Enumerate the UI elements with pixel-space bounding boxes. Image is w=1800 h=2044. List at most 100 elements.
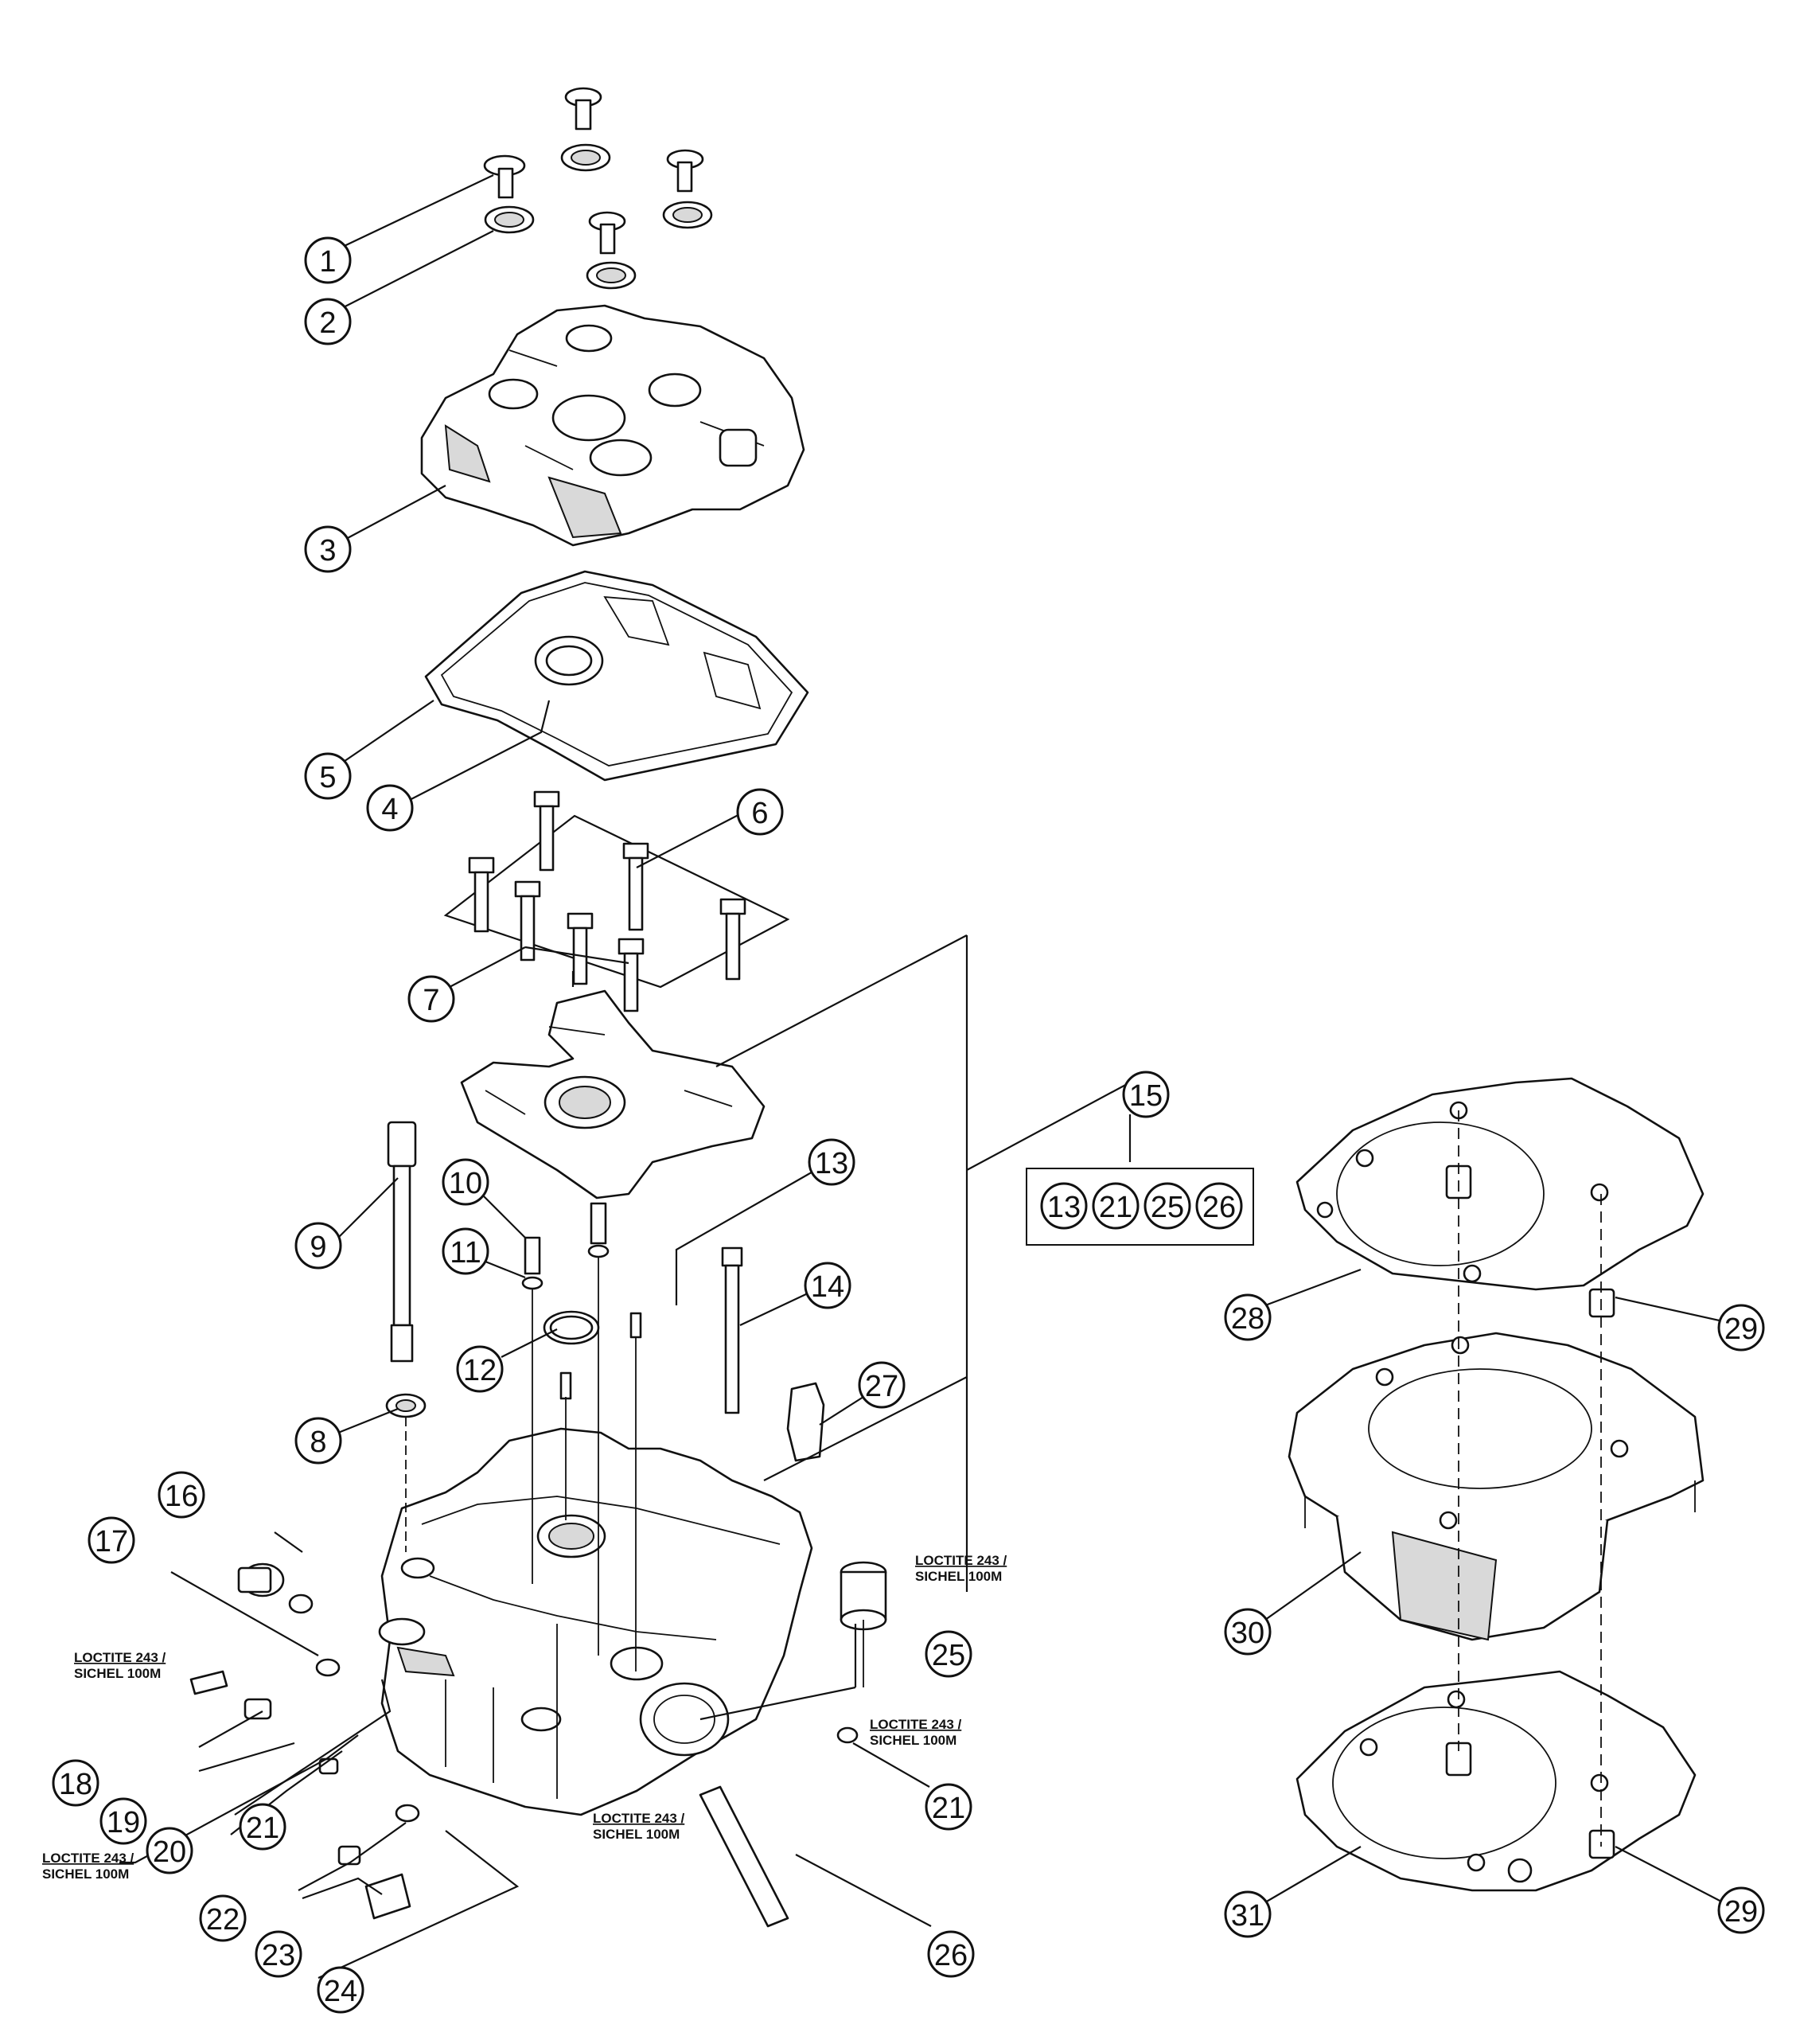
callout-number: 29	[1724, 1895, 1758, 1929]
callout-number: 3	[319, 534, 336, 568]
callout-24: 24	[317, 1966, 364, 2014]
callout-number: 2	[319, 306, 336, 340]
callout-number: 16	[165, 1480, 198, 1513]
callout-number: 21	[246, 1812, 279, 1845]
leader-lines	[119, 174, 1724, 1979]
callout-23: 23	[255, 1930, 302, 1978]
callout-number: 14	[811, 1270, 844, 1304]
callout-3: 3	[304, 525, 352, 573]
callout-number: 17	[95, 1525, 128, 1558]
callout-9: 9	[294, 1222, 342, 1270]
camshaft-bridge	[460, 989, 766, 1199]
head-side-fittings	[189, 1562, 859, 1920]
callout-25: 25	[925, 1630, 972, 1678]
small-parts	[521, 1202, 825, 1462]
dowel-sleeve	[840, 1561, 887, 1631]
callout-20: 20	[146, 1827, 193, 1874]
note-line-1: LOCTITE 243 /	[870, 1717, 962, 1732]
loctite-notes: LOCTITE 243 / SICHEL 100M LOCTITE 243 / …	[42, 1553, 1007, 1882]
callout-6: 6	[736, 788, 784, 836]
callout-4: 4	[366, 784, 414, 832]
callout-29-lower: 29	[1717, 1886, 1765, 1934]
note-line-2: SICHEL 100M	[42, 1867, 129, 1882]
callout-1: 1	[304, 236, 352, 284]
callout-number: 20	[153, 1835, 186, 1869]
callout-number: 5	[319, 761, 336, 794]
note-line-2: SICHEL 100M	[915, 1569, 1002, 1584]
cylinder-head-gasket	[1295, 1077, 1705, 1291]
callout-11: 11	[442, 1227, 489, 1275]
kit-item-number: 21	[1099, 1191, 1132, 1224]
callout-number: 4	[381, 793, 398, 826]
callout-number: 30	[1231, 1617, 1264, 1650]
callout-5: 5	[304, 752, 352, 800]
note-line-2: SICHEL 100M	[870, 1733, 956, 1748]
loctite-note-21-right: LOCTITE 243 / SICHEL 100M	[870, 1717, 962, 1748]
callout-number: 25	[932, 1639, 965, 1672]
callout-21-right: 21	[925, 1783, 972, 1831]
loctite-note-25: LOCTITE 243 / SICHEL 100M	[915, 1553, 1007, 1584]
kit-item-26: 26	[1195, 1182, 1243, 1230]
cylinder-head	[378, 1427, 813, 1816]
valve-cover-screws	[483, 87, 713, 290]
callout-number: 26	[934, 1939, 968, 1972]
loctite-note-21-left: LOCTITE 243 / SICHEL 100M	[42, 1851, 134, 1882]
kit-item-13: 13	[1040, 1182, 1088, 1230]
valve-cover	[420, 304, 805, 547]
callout-labels: 1 2 3 4 5 6 7 8 9 10 11 12 13 14 15 16 1…	[52, 236, 1765, 2014]
callout-number: 27	[865, 1370, 898, 1403]
note-line-1: LOCTITE 243 /	[42, 1851, 134, 1866]
note-line-2: SICHEL 100M	[593, 1827, 680, 1842]
callout-7: 7	[407, 975, 455, 1023]
loctite-note-18: LOCTITE 243 / SICHEL 100M	[74, 1650, 166, 1681]
callout-10: 10	[442, 1158, 489, 1206]
callout-22: 22	[199, 1894, 247, 1942]
callout-15: 15	[1122, 1071, 1170, 1118]
valve-cover-gasket	[424, 570, 809, 782]
callout-number: 28	[1231, 1302, 1264, 1336]
callout-16: 16	[158, 1471, 205, 1519]
callout-number: 10	[449, 1167, 482, 1200]
callout-8: 8	[294, 1417, 342, 1465]
callout-number: 12	[463, 1354, 497, 1387]
callout-number: 29	[1724, 1313, 1758, 1346]
callout-28: 28	[1224, 1293, 1272, 1341]
callout-number: 15	[1129, 1079, 1163, 1113]
callout-number: 6	[751, 797, 768, 830]
callout-18: 18	[52, 1759, 99, 1807]
callout-13: 13	[808, 1138, 855, 1186]
tube-part	[699, 1785, 789, 1928]
loctite-note-26: LOCTITE 243 / SICHEL 100M	[593, 1811, 685, 1842]
callout-number: 1	[319, 245, 336, 279]
callout-number: 13	[815, 1147, 848, 1180]
callout-number: 24	[324, 1975, 357, 2008]
camshaft-bearing-bolts	[443, 790, 790, 1012]
callout-number: 21	[932, 1792, 965, 1825]
callout-12: 12	[456, 1345, 504, 1393]
callout-number: 31	[1231, 1899, 1264, 1933]
cylinder-head-bolt	[385, 1121, 427, 1418]
cylinder	[1288, 1332, 1705, 1641]
callout-27: 27	[858, 1361, 906, 1409]
callout-number: 22	[206, 1903, 240, 1937]
note-line-1: LOCTITE 243 /	[915, 1553, 1007, 1568]
callout-31: 31	[1224, 1890, 1272, 1938]
dowel-pin-lower	[1588, 1829, 1615, 1859]
callout-number: 11	[450, 1236, 481, 1270]
callout-number: 9	[310, 1231, 326, 1264]
dowel-pin-upper	[1588, 1288, 1615, 1318]
callout-number: 8	[310, 1426, 326, 1459]
callout-17: 17	[88, 1516, 135, 1564]
callout-26: 26	[927, 1930, 975, 1978]
callout-number: 23	[262, 1939, 295, 1972]
note-line-2: SICHEL 100M	[74, 1666, 161, 1681]
callout-30: 30	[1224, 1608, 1272, 1656]
callout-14: 14	[804, 1262, 851, 1309]
kit-item-number: 26	[1202, 1191, 1236, 1224]
kit-item-number: 13	[1047, 1191, 1081, 1224]
note-line-1: LOCTITE 243 /	[593, 1811, 685, 1826]
callout-19: 19	[99, 1797, 147, 1845]
callout-number: 19	[107, 1806, 140, 1839]
callout-29-upper: 29	[1717, 1304, 1765, 1352]
